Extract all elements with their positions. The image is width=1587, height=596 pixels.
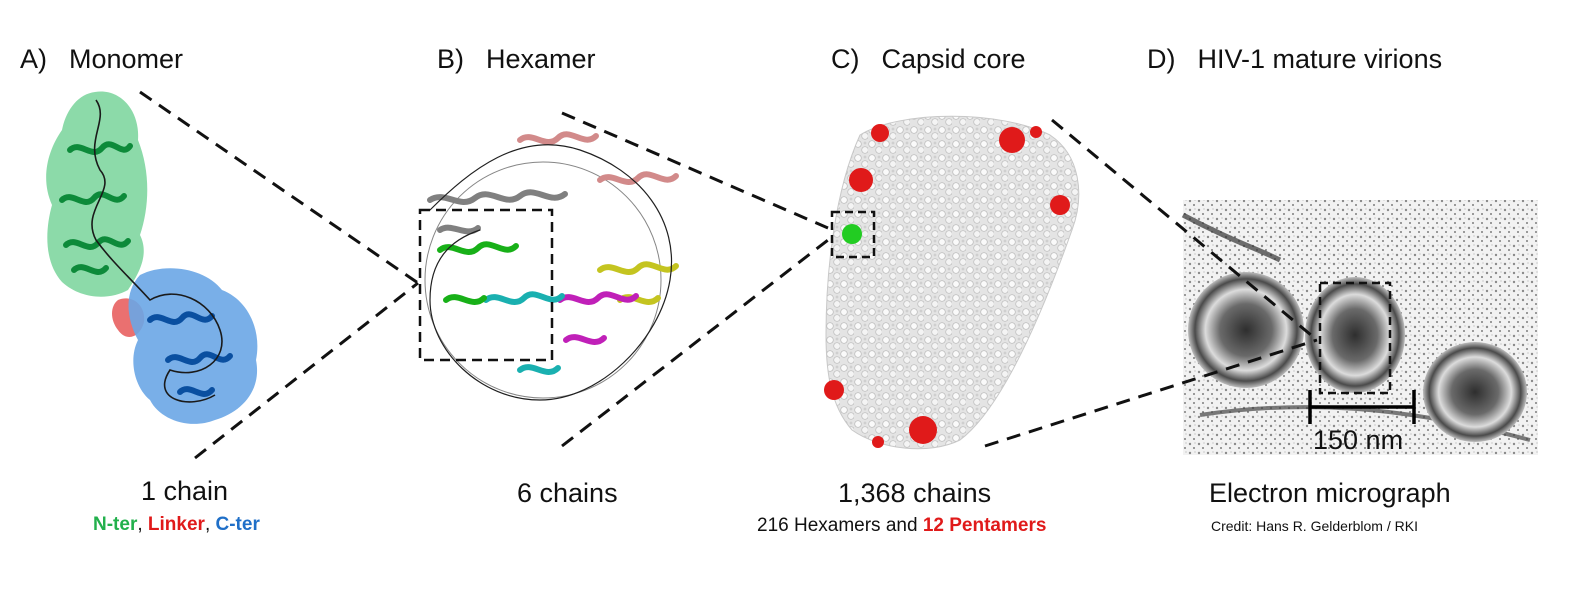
capsid-core-structure bbox=[824, 115, 1080, 450]
pentamer-3 bbox=[1030, 126, 1042, 138]
scale-bar bbox=[1308, 390, 1416, 424]
hexamer-chain-5 bbox=[483, 291, 565, 375]
panel-b-letter: B) bbox=[437, 44, 464, 74]
panel-d-letter: D) bbox=[1147, 44, 1176, 74]
panel-c-title-text: Capsid core bbox=[881, 44, 1026, 74]
virion-center bbox=[1305, 277, 1405, 393]
monomer-backbone-trace bbox=[91, 99, 223, 403]
monomer-cter-helices bbox=[147, 311, 233, 397]
monomer-nter-helices bbox=[59, 141, 133, 275]
capsid-pentamers-text: 12 Pentamers bbox=[922, 515, 1047, 536]
capsid-highlighted-hexamer bbox=[842, 224, 862, 244]
pentamer-2 bbox=[999, 127, 1025, 153]
hexamer-chain-6 bbox=[437, 241, 519, 305]
micrograph-membrane bbox=[1181, 212, 1282, 263]
panel-a-title-text: Monomer bbox=[69, 44, 184, 74]
panel-d-title-text: HIV-1 mature virions bbox=[1197, 44, 1443, 74]
capsid-hexamers-text: 216 Hexamers and bbox=[757, 515, 923, 536]
panel-c-caption: 1,368 chains bbox=[838, 478, 992, 508]
hexamer-structure bbox=[424, 131, 679, 401]
capsid-pentamers bbox=[824, 124, 1070, 448]
monomer-cter-surface bbox=[128, 268, 258, 424]
zoom-line-bc-bottom bbox=[561, 238, 829, 448]
zoom-line-cd-bottom bbox=[984, 338, 1318, 448]
panel-c-letter: C) bbox=[831, 44, 860, 74]
hexamer-backbone-trace bbox=[429, 144, 672, 401]
scale-bar-label: 150 nm bbox=[1313, 425, 1404, 455]
hexamer-backbone-ring bbox=[424, 161, 662, 399]
capsid-cone-surface bbox=[825, 115, 1080, 450]
pentamer-4 bbox=[849, 168, 873, 192]
panel-d-title: D) HIV-1 mature virions bbox=[1147, 44, 1442, 75]
monomer-structure bbox=[46, 91, 258, 424]
zoom-line-ab-top bbox=[139, 90, 419, 285]
pentamer-1 bbox=[871, 124, 889, 142]
panel-b-title-text: Hexamer bbox=[486, 44, 596, 74]
zoom-line-bc-top bbox=[561, 111, 829, 230]
zoom-line-cd-top bbox=[1051, 118, 1318, 342]
monomer-domain-legend: N-ter, Linker, C-ter bbox=[93, 514, 260, 536]
panel-b-title: B) Hexamer bbox=[437, 44, 596, 75]
zoom-line-ab-bottom bbox=[194, 281, 419, 460]
panel-c-title: C) Capsid core bbox=[831, 44, 1026, 75]
pentamer-8 bbox=[872, 436, 884, 448]
hexamer-chain-1 bbox=[427, 189, 568, 235]
micrograph-virion-box bbox=[1318, 281, 1392, 395]
capsid-hexamer-box bbox=[830, 210, 876, 259]
hexamer-monomer-box bbox=[418, 208, 554, 362]
legend-sep-1: , bbox=[137, 514, 148, 535]
panel-a-caption: 1 chain bbox=[141, 476, 229, 506]
hexamer-chain-4 bbox=[557, 291, 639, 345]
capsid-subcaption: 216 Hexamers and 12 Pentamers bbox=[757, 515, 1046, 537]
pentamer-6 bbox=[824, 380, 844, 400]
hexamer-chain-2 bbox=[517, 131, 679, 185]
panel-d-caption: Electron micrograph bbox=[1209, 478, 1451, 508]
virion-left bbox=[1188, 272, 1304, 388]
legend-cter: C-ter bbox=[215, 514, 260, 535]
pentamer-7 bbox=[909, 416, 937, 444]
virion-right bbox=[1423, 342, 1527, 442]
legend-nter: N-ter bbox=[93, 514, 138, 535]
image-credit: Credit: Hans R. Gelderblom / RKI bbox=[1211, 518, 1418, 534]
legend-linker: Linker bbox=[147, 514, 205, 535]
zoom-connector-lines bbox=[139, 90, 1318, 460]
panel-a-letter: A) bbox=[20, 44, 47, 74]
electron-micrograph bbox=[1181, 200, 1538, 455]
legend-sep-2: , bbox=[204, 514, 216, 535]
pentamer-5 bbox=[1050, 195, 1070, 215]
panel-b-caption: 6 chains bbox=[517, 478, 618, 508]
panel-a-title: A) Monomer bbox=[20, 44, 183, 75]
